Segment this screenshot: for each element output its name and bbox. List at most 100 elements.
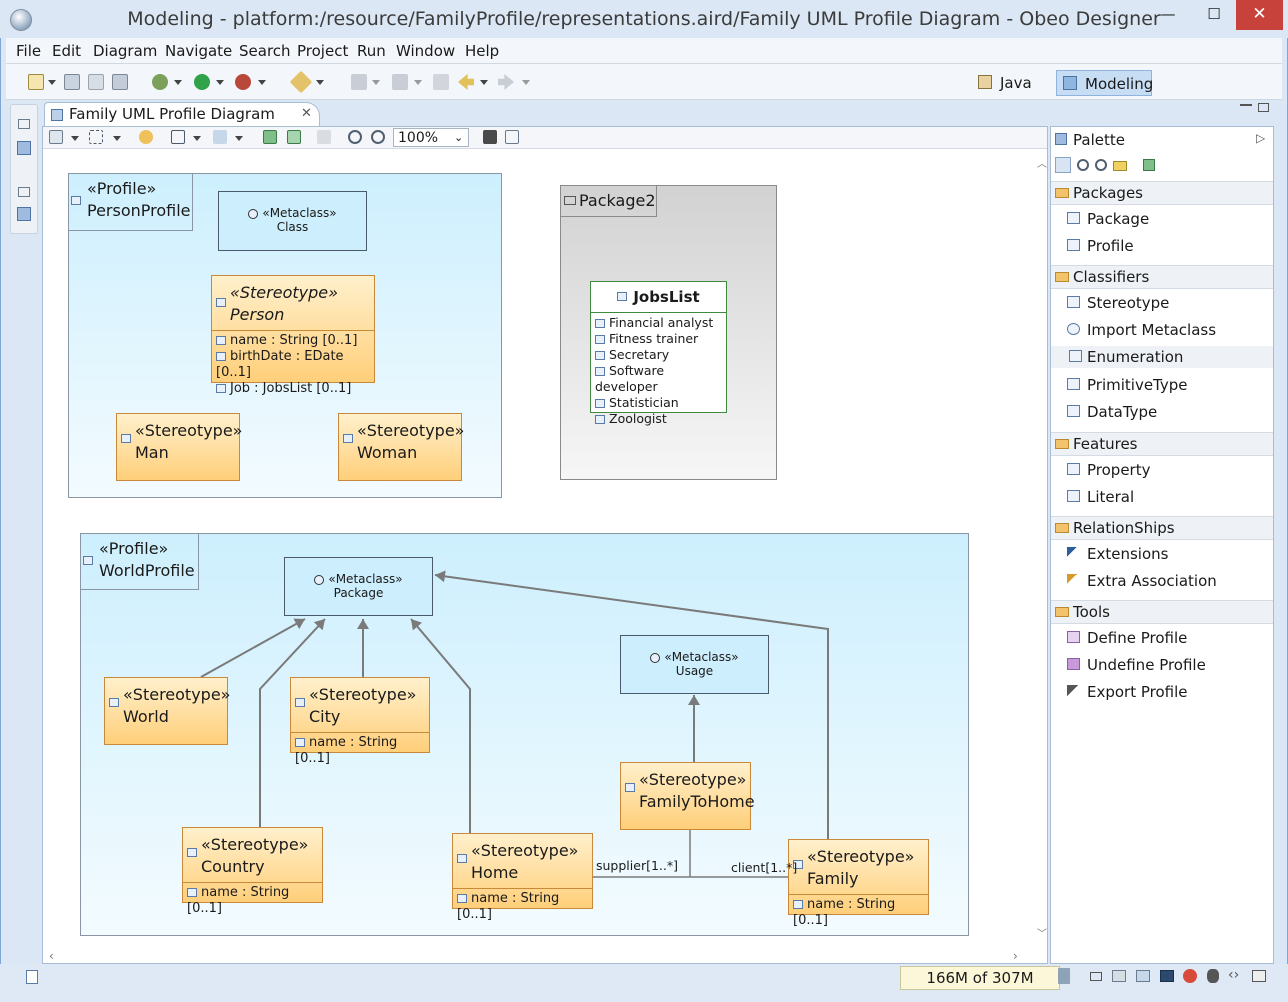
maximize-button[interactable]: ☐	[1207, 5, 1221, 23]
palette-item-profile[interactable]: Profile	[1067, 235, 1267, 257]
palette-item-export-profile[interactable]: Export Profile	[1067, 681, 1267, 703]
menu-window[interactable]: Window	[396, 42, 456, 60]
next-annotation-dropdown-icon[interactable]	[372, 80, 380, 85]
literal-row[interactable]: Software developer	[595, 363, 722, 395]
maximize-editor-icon[interactable]	[1258, 103, 1269, 112]
enumeration-jobslist[interactable]: JobsList Financial analyst Fitness train…	[590, 281, 727, 426]
extension-world-package-line[interactable]	[200, 618, 306, 678]
filters-dropdown-icon[interactable]	[235, 136, 243, 141]
restore-icon[interactable]	[18, 119, 30, 129]
literal-row[interactable]: Fitness trainer	[595, 331, 722, 347]
refresh-icon[interactable]	[139, 130, 153, 144]
bug-icon[interactable]	[1207, 969, 1219, 983]
scroll-up-icon[interactable]: ︿	[1037, 159, 1047, 170]
stereotype-familytohome[interactable]: «Stereotype» FamilyToHome	[620, 762, 755, 830]
forward-icon[interactable]	[498, 74, 514, 90]
tab-close-icon[interactable]: ✕	[301, 106, 312, 121]
palette-item-import-metaclass[interactable]: Import Metaclass	[1067, 319, 1267, 341]
attribute-row[interactable]: birthDate : EDate [0..1]	[216, 349, 370, 381]
literal-row[interactable]: Statistician	[595, 395, 722, 411]
scroll-left-icon[interactable]: ‹	[49, 949, 54, 963]
heap-status[interactable]: 166M of 307M	[900, 966, 1060, 990]
extension-country-package-line[interactable]	[259, 618, 326, 829]
select-all-icon[interactable]	[89, 130, 103, 144]
attribute-row[interactable]: name : String [0..1]	[295, 735, 425, 767]
zoom-out-icon[interactable]	[371, 130, 385, 144]
close-button[interactable]: ✕	[1236, 0, 1283, 30]
palette-item-datatype[interactable]: DataType	[1067, 401, 1267, 423]
stereotype-city[interactable]: «Stereotype» City name : String [0..1]	[290, 677, 430, 766]
attribute-row[interactable]: Job : JobsList [0..1]	[216, 381, 370, 397]
pin-icon[interactable]	[289, 70, 313, 94]
back-dropdown-icon[interactable]	[480, 80, 488, 85]
zoom-out-tool-icon[interactable]	[1095, 159, 1107, 171]
stereotype-home[interactable]: «Stereotype» Home name : String [0..1]	[452, 833, 593, 922]
stereotype-world[interactable]: «Stereotype» World	[104, 677, 230, 745]
camera-icon[interactable]	[483, 130, 497, 144]
stereotype-man[interactable]: «Stereotype» Man	[116, 413, 242, 481]
forward-dropdown-icon[interactable]	[522, 80, 530, 85]
palette-item-literal[interactable]: Literal	[1067, 486, 1267, 508]
palette-section-classifiers[interactable]: Classifiers	[1051, 265, 1273, 289]
menu-search[interactable]: Search	[239, 42, 291, 60]
outline-icon[interactable]	[17, 207, 31, 221]
palette-item-stereotype[interactable]: Stereotype	[1067, 292, 1267, 314]
metaclass-package[interactable]: «Metaclass» Package	[284, 557, 433, 616]
palette-item-extra-association[interactable]: Extra Association	[1067, 570, 1267, 592]
perspective-modeling[interactable]: Modeling	[1056, 70, 1153, 96]
error-log-icon[interactable]	[1183, 969, 1197, 983]
run-dropdown-icon[interactable]	[216, 80, 224, 85]
model-explorer-icon[interactable]	[17, 141, 31, 155]
metaclass-class[interactable]: «Metaclass» Class	[218, 191, 367, 251]
run-icon[interactable]	[194, 74, 210, 90]
restore-icon-2[interactable]	[18, 187, 30, 197]
menu-diagram[interactable]: Diagram	[93, 42, 158, 60]
arrange-all-icon[interactable]	[49, 130, 63, 144]
print-icon[interactable]	[112, 74, 128, 90]
palette-item-extensions[interactable]: Extensions	[1067, 543, 1267, 565]
pin-tool-icon[interactable]	[1143, 159, 1155, 171]
extension-family-package-line[interactable]	[434, 570, 829, 839]
palette-section-relationships[interactable]: RelationShips	[1051, 516, 1273, 540]
palette-section-packages[interactable]: Packages	[1051, 181, 1273, 205]
select-dropdown-icon[interactable]	[113, 136, 121, 141]
back-icon[interactable]	[458, 74, 474, 90]
literal-row[interactable]: Zoologist	[595, 411, 722, 427]
palette-item-enumeration[interactable]: Enumeration	[1051, 346, 1273, 368]
external-tools-dropdown-icon[interactable]	[258, 80, 266, 85]
literal-row[interactable]: Secretary	[595, 347, 722, 363]
console-icon[interactable]	[1112, 970, 1126, 982]
save-icon[interactable]	[64, 74, 80, 90]
palette-section-tools[interactable]: Tools	[1051, 600, 1273, 624]
menu-project[interactable]: Project	[297, 42, 349, 60]
menu-help[interactable]: Help	[465, 42, 500, 60]
scroll-down-icon[interactable]: ﹀	[1037, 929, 1047, 940]
display-icon[interactable]	[1160, 970, 1174, 982]
perspective-java[interactable]: Java	[972, 70, 1052, 96]
zoom-select[interactable]: 100% ⌄	[393, 128, 469, 147]
delete-from-model-icon[interactable]	[317, 130, 331, 144]
next-annotation-icon[interactable]	[351, 74, 367, 90]
debug-icon[interactable]	[152, 74, 168, 90]
diagram-canvas[interactable]: «Profile» PersonProfile «Metaclass» Clas…	[43, 149, 1035, 949]
save-all-icon[interactable]	[88, 74, 104, 90]
debug-dropdown-icon[interactable]	[174, 80, 182, 85]
attribute-row[interactable]: name : String [0..1]	[793, 897, 924, 929]
layers-dropdown-icon[interactable]	[193, 136, 201, 141]
note-tool-icon[interactable]	[1113, 161, 1127, 171]
minimize-editor-icon[interactable]	[1240, 104, 1252, 107]
metaclass-usage[interactable]: «Metaclass» Usage	[620, 635, 769, 694]
pin-elements-icon[interactable]	[263, 130, 277, 144]
new-dropdown-icon[interactable]	[48, 80, 56, 85]
trash-icon[interactable]	[1058, 968, 1070, 984]
menu-run[interactable]: Run	[357, 42, 386, 60]
arrange-dropdown-icon[interactable]	[71, 136, 79, 141]
palette-item-define-profile[interactable]: Define Profile	[1067, 627, 1267, 649]
restore-view-icon[interactable]	[1090, 972, 1102, 981]
menu-navigate[interactable]: Navigate	[165, 42, 233, 60]
prev-annotation-dropdown-icon[interactable]	[414, 80, 422, 85]
new-icon[interactable]	[28, 74, 44, 90]
prev-annotation-icon[interactable]	[392, 74, 408, 90]
menu-file[interactable]: File	[16, 42, 42, 60]
unpin-elements-icon[interactable]	[287, 130, 301, 144]
